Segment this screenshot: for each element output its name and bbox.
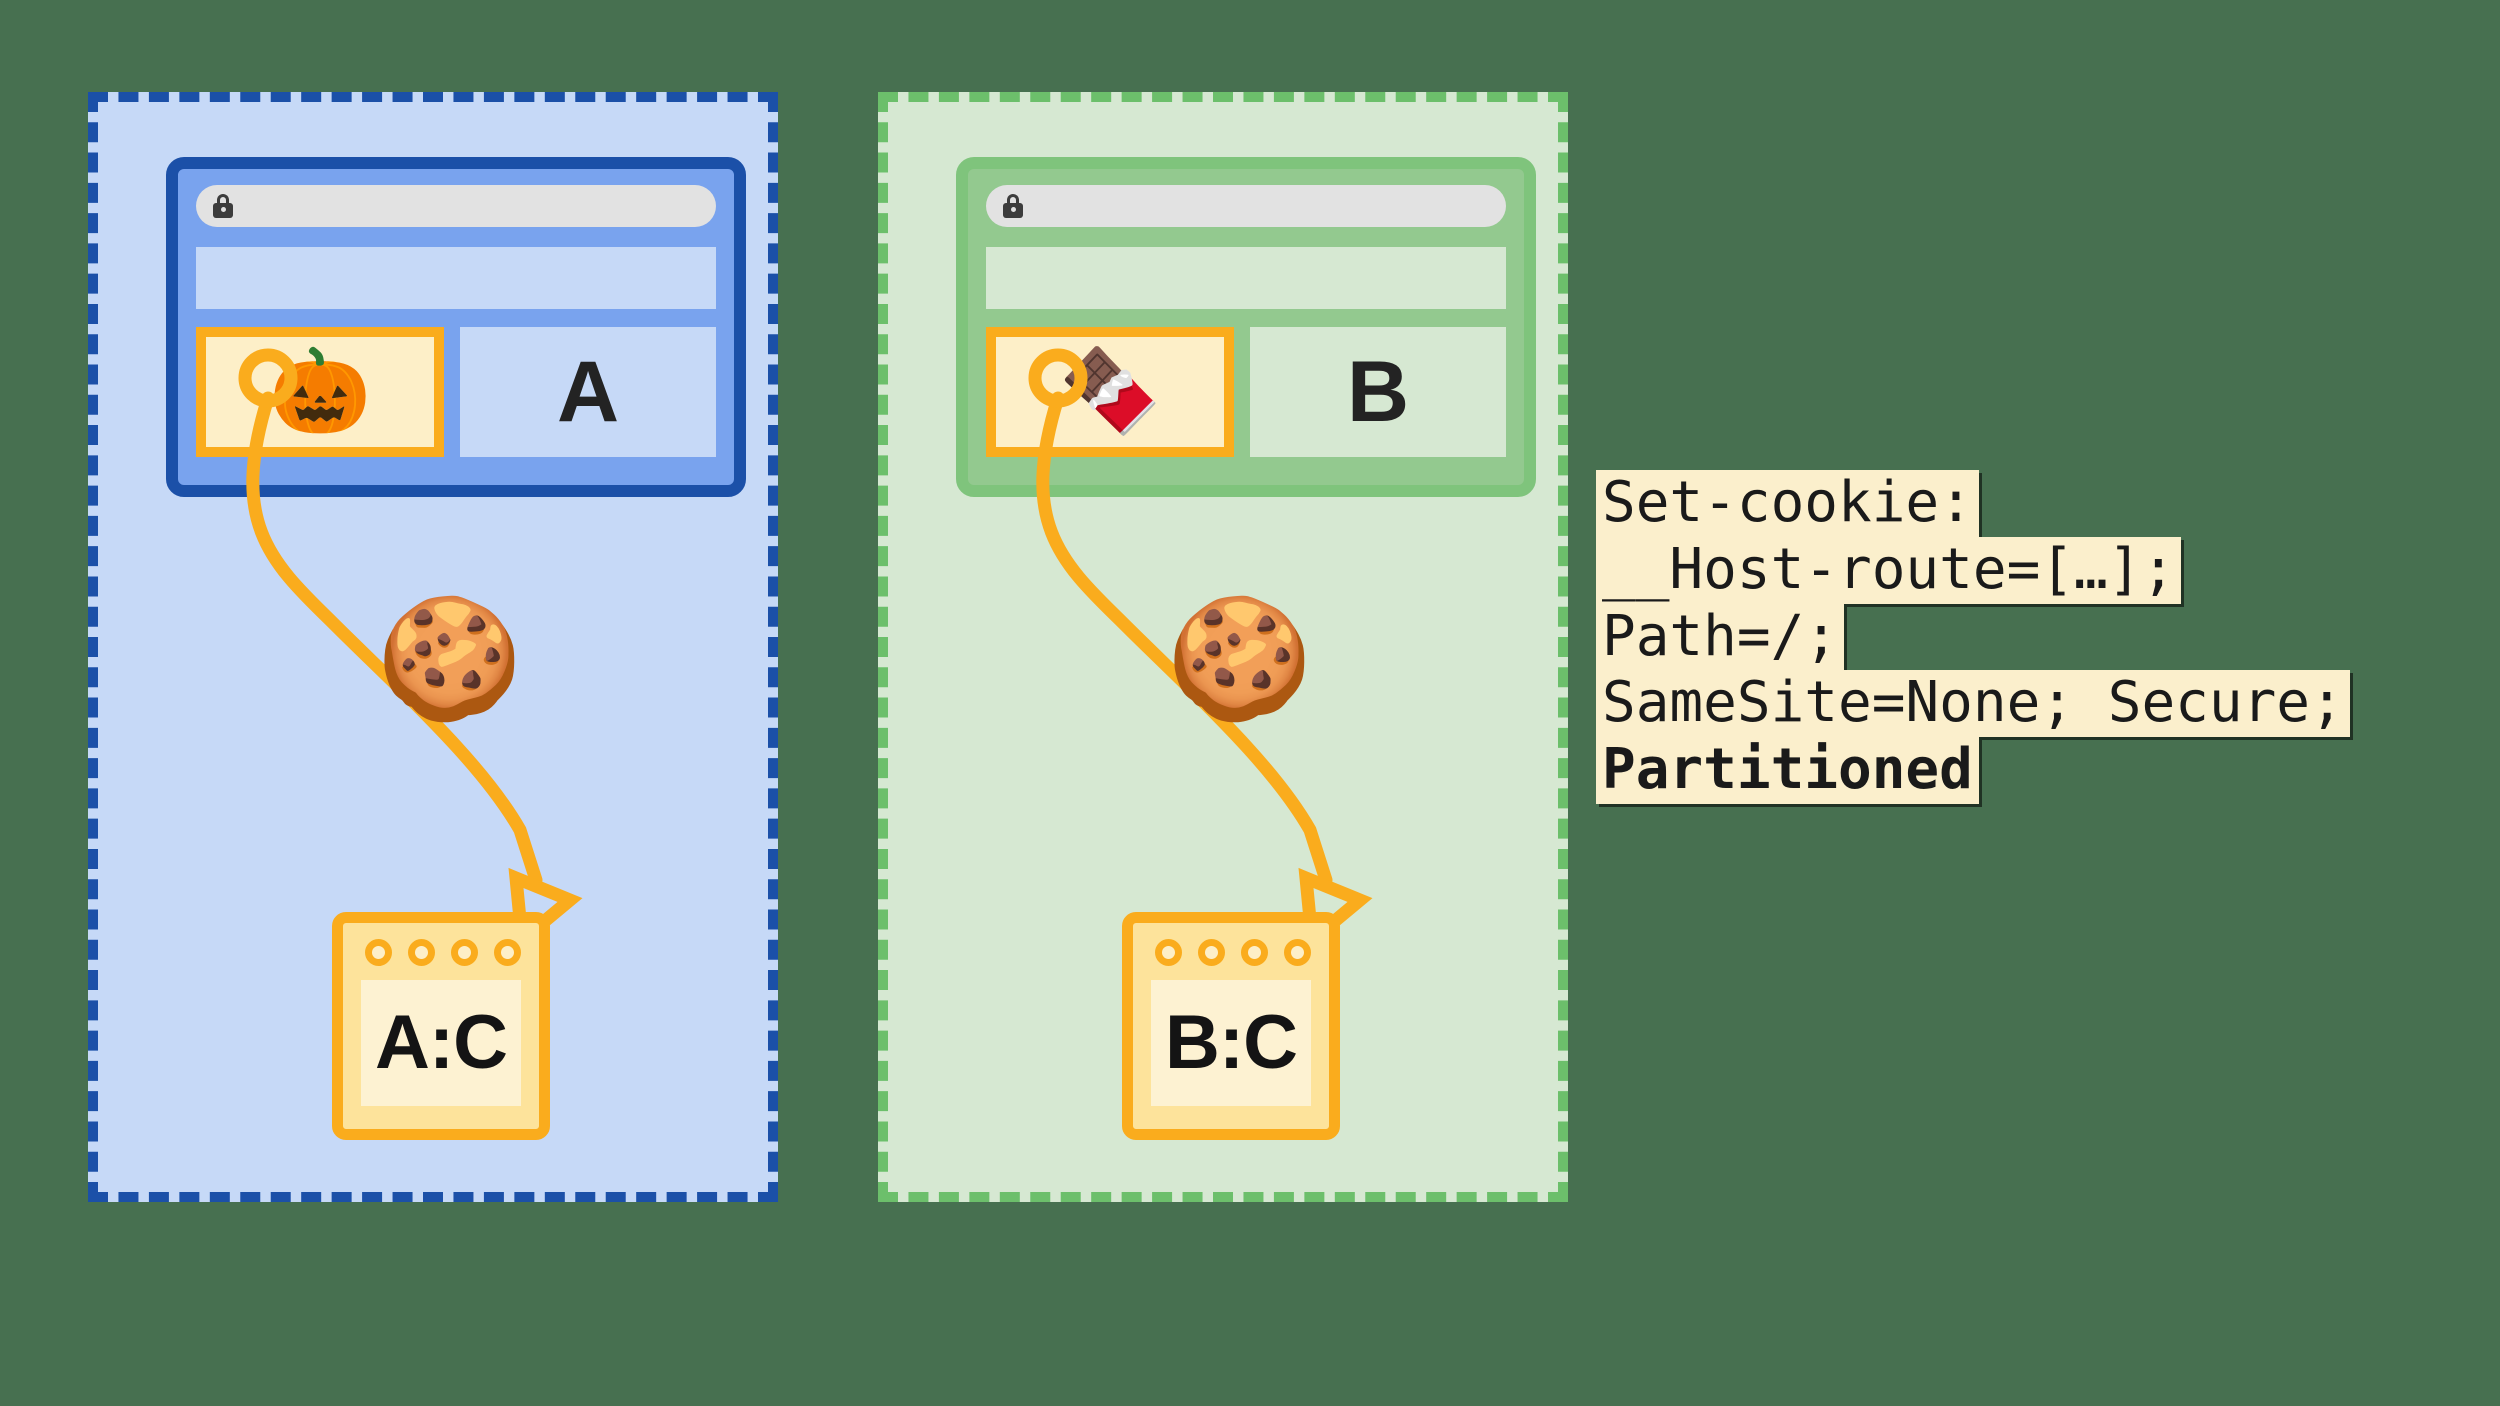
- site-letter-b: B: [1346, 344, 1410, 440]
- jar-hole-icon: [408, 939, 435, 966]
- code-line-partitioned: Partitioned: [1596, 737, 1979, 804]
- set-cookie-code-block: Set-cookie: __Host-route=[…]; Path=/; Sa…: [1596, 470, 2350, 804]
- code-line-path: Path=/;: [1596, 603, 1845, 671]
- jar-hole-icon: [1241, 939, 1268, 966]
- jar-hole-icon: [1198, 939, 1225, 966]
- browser-window-a: 🎃 A: [166, 157, 746, 497]
- cookie-jar-a: A:C: [332, 912, 550, 1140]
- pumpkin-icon: 🎃: [268, 346, 372, 437]
- embedded-iframe-b: 🍫: [986, 327, 1234, 457]
- site-letter-box-a: A: [460, 327, 716, 457]
- cookie-jar-label-b: B:C: [1164, 1000, 1298, 1085]
- lock-icon: [1002, 194, 1024, 218]
- url-bar-b[interactable]: [986, 185, 1506, 227]
- code-line-host-route: __Host-route=[…];: [1596, 536, 2182, 604]
- lock-icon: [212, 194, 234, 218]
- code-line-set-cookie: Set-cookie:: [1596, 470, 1979, 537]
- browser-content-row-a: 🎃 A: [196, 327, 716, 457]
- cookie-jar-holes-b: [1151, 939, 1311, 966]
- embedded-iframe-a: 🎃: [196, 327, 444, 457]
- code-line-samesite-secure: SameSite=None; Secure;: [1596, 670, 2350, 738]
- jar-hole-icon: [494, 939, 521, 966]
- content-band-b: [986, 247, 1506, 309]
- cookie-icon-b: 🍪: [1166, 593, 1313, 725]
- chocolate-bar-icon: 🍫: [1058, 346, 1162, 437]
- url-bar-a[interactable]: [196, 185, 716, 227]
- cookie-jar-label-box-b: B:C: [1151, 980, 1311, 1106]
- jar-hole-icon: [1155, 939, 1182, 966]
- site-letter-a: A: [556, 344, 620, 440]
- cookie-jar-b: B:C: [1122, 912, 1340, 1140]
- jar-hole-icon: [1284, 939, 1311, 966]
- jar-hole-icon: [451, 939, 478, 966]
- browser-window-b: 🍫 B: [956, 157, 1536, 497]
- content-band-a: [196, 247, 716, 309]
- cookie-jar-holes-a: [361, 939, 521, 966]
- jar-hole-icon: [365, 939, 392, 966]
- cookie-jar-label-box-a: A:C: [361, 980, 521, 1106]
- browser-content-row-b: 🍫 B: [986, 327, 1506, 457]
- cookie-icon-a: 🍪: [376, 593, 523, 725]
- site-letter-box-b: B: [1250, 327, 1506, 457]
- cookie-jar-label-a: A:C: [374, 1000, 508, 1085]
